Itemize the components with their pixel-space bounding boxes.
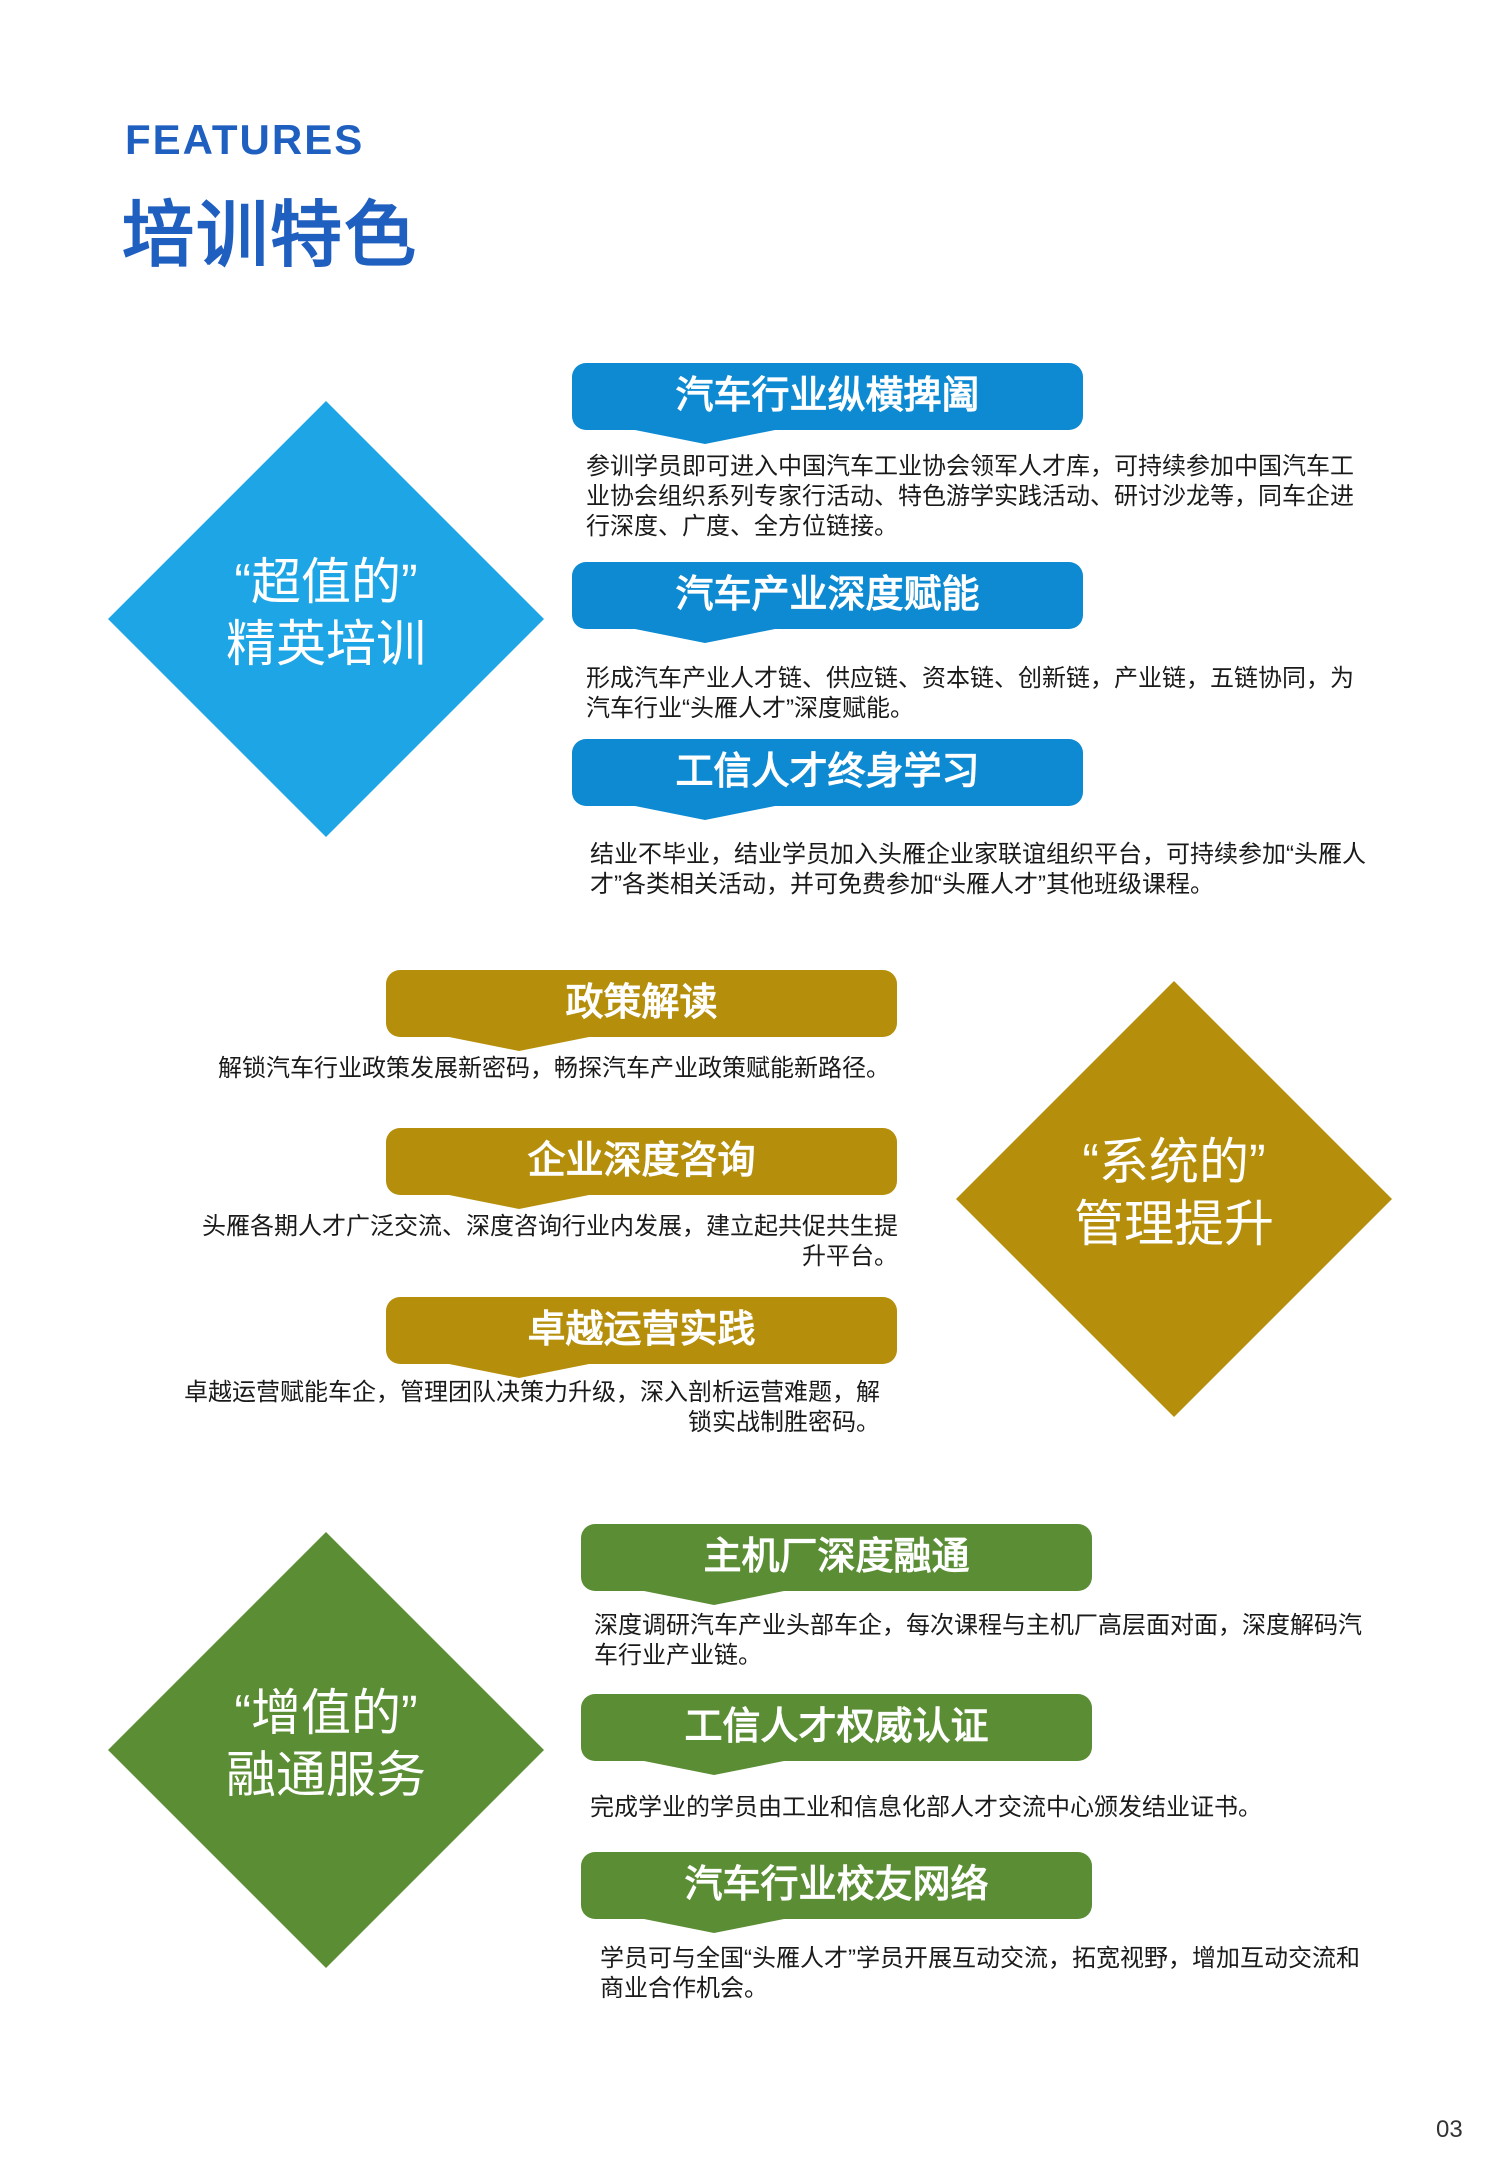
diamond-value-services: “增值的” 融通服务 — [108, 1532, 544, 1968]
section-eyebrow: FEATURES — [125, 116, 365, 163]
feature-description: 深度调研汽车产业头部车企，每次课程与主机厂高层面对面，深度解码汽车行业产业链。 — [594, 1612, 1362, 1669]
diamond-shape — [108, 401, 544, 837]
diamond-label-line1: “系统的” — [1082, 1134, 1266, 1190]
diamond-label: “增值的” 融通服务 — [108, 1682, 544, 1806]
feature-heading: 政策解读 — [386, 970, 897, 1037]
page-title: 培训特色 — [122, 192, 419, 277]
feature-heading: 工信人才终身学习 — [572, 739, 1083, 806]
feature-description: 学员可与全国“头雁人才”学员开展互动交流，拓宽视野，增加互动交流和商业合作机会。 — [600, 1945, 1360, 2002]
diamond-shape — [108, 1532, 544, 1968]
feature-heading: 工信人才权威认证 — [581, 1694, 1092, 1761]
diamond-label-line1: “超值的” — [234, 554, 418, 610]
diamond-label-line2: 融通服务 — [226, 1747, 426, 1803]
page-number: 03 — [1436, 2116, 1463, 2143]
diamond-label-line2: 精英培训 — [226, 616, 426, 672]
feature-heading: 汽车行业校友网络 — [581, 1852, 1092, 1919]
feature-heading: 企业深度咨询 — [386, 1128, 897, 1195]
diamond-label-line1: “增值的” — [234, 1685, 418, 1741]
feature-description: 参训学员即可进入中国汽车工业协会领军人才库，可持续参加中国汽车工业协会组织系列专… — [586, 453, 1354, 540]
feature-description: 结业不毕业，结业学员加入头雁企业家联谊组织平台，可持续参加“头雁人才”各类相关活… — [590, 841, 1366, 898]
diamond-management: “系统的” 管理提升 — [956, 981, 1392, 1417]
feature-heading: 汽车产业深度赋能 — [572, 562, 1083, 629]
diamond-shape — [956, 981, 1392, 1417]
feature-heading: 主机厂深度融通 — [581, 1524, 1092, 1591]
feature-heading: 卓越运营实践 — [386, 1297, 897, 1364]
feature-description: 解锁汽车行业政策发展新密码，畅探汽车产业政策赋能新路径。 — [218, 1055, 890, 1082]
diamond-label: “系统的” 管理提升 — [956, 1131, 1392, 1255]
diamond-elite-training: “超值的” 精英培训 — [108, 401, 544, 837]
diamond-label-line2: 管理提升 — [1074, 1196, 1274, 1252]
feature-description: 完成学业的学员由工业和信息化部人才交流中心颁发结业证书。 — [590, 1794, 1262, 1821]
feature-heading: 汽车行业纵横捭阖 — [572, 363, 1083, 430]
feature-description: 头雁各期人才广泛交流、深度咨询行业内发展，建立起共促共生提升平台。 — [202, 1213, 898, 1270]
feature-description: 卓越运营赋能车企，管理团队决策力升级，深入剖析运营难题，解锁实战制胜密码。 — [184, 1379, 880, 1436]
feature-description: 形成汽车产业人才链、供应链、资本链、创新链，产业链，五链协同，为汽车行业“头雁人… — [586, 665, 1354, 722]
diamond-label: “超值的” 精英培训 — [108, 551, 544, 675]
